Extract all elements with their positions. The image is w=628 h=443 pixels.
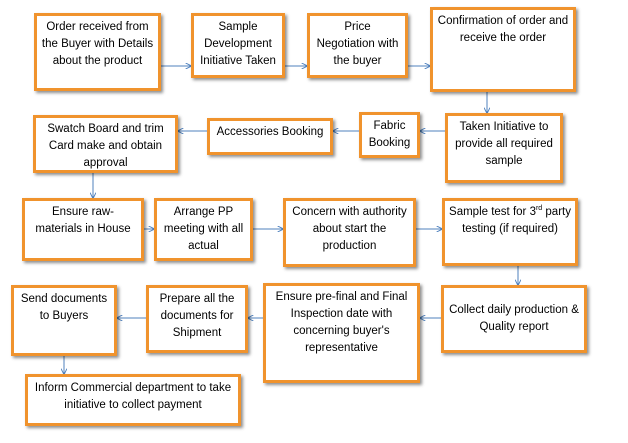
step-concern-authority: Concern with authority about start the p… <box>283 198 416 267</box>
step-confirmation: Confirmation of order and receive the or… <box>430 7 576 92</box>
step-fabric-booking: Fabric Booking <box>359 112 420 158</box>
step-order-received: Order received from the Buyer with Detai… <box>34 13 161 91</box>
step-price-negotiation: Price Negotiation with the buyer <box>307 13 408 78</box>
step-taken-initiative: Taken Initiative to provide all required… <box>445 113 563 183</box>
sample-test-text: Sample test for 3rd party testing (if re… <box>449 205 571 235</box>
step-sample-test: Sample test for 3rd party testing (if re… <box>442 198 578 266</box>
step-arrange-pp-meeting: Arrange PP meeting with all actual <box>154 198 253 261</box>
step-prepare-documents: Prepare all the documents for Shipment <box>146 285 248 353</box>
step-send-documents: Send documents to Buyers <box>11 285 117 356</box>
step-inform-commercial: Inform Commercial department to take ini… <box>25 374 241 426</box>
step-accessories-booking: Accessories Booking <box>207 118 333 155</box>
step-ensure-inspection: Ensure pre-final and Final Inspection da… <box>263 283 420 383</box>
step-collect-daily: Collect daily production & Quality repor… <box>441 285 587 353</box>
step-ensure-raw-materials: Ensure raw-materials in House <box>22 198 144 261</box>
step-sample-development: Sample Development Initiative Taken <box>191 13 285 78</box>
step-swatch-board: Swatch Board and trim Card make and obta… <box>33 115 178 173</box>
